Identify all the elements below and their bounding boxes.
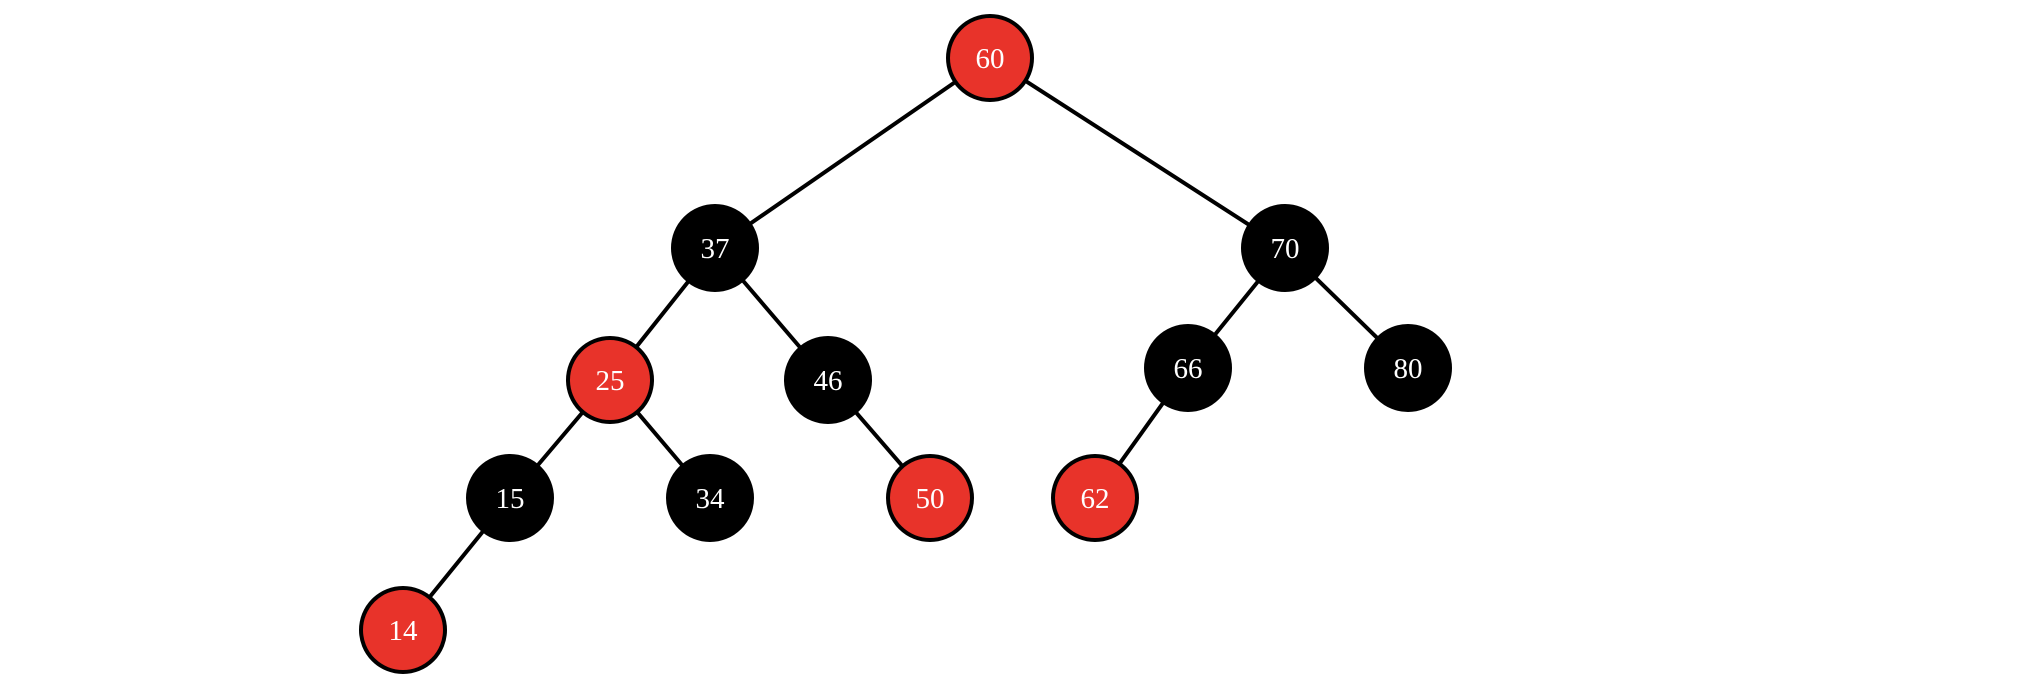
node-circle-34[interactable] (666, 454, 754, 542)
node-circle-80[interactable] (1364, 324, 1452, 412)
tree-edge-46-50 (852, 408, 906, 470)
tree-edge-66-62 (1116, 398, 1167, 468)
node-circle-50[interactable] (886, 454, 974, 542)
node-circle-37[interactable] (671, 204, 759, 292)
node-circle-66[interactable] (1144, 324, 1232, 412)
tree-node-62[interactable]: 62 (1051, 454, 1139, 542)
tree-node-70[interactable]: 70 (1241, 204, 1329, 292)
tree-edge-37-46 (739, 276, 804, 352)
tree-node-66[interactable]: 66 (1144, 324, 1232, 412)
tree-node-15[interactable]: 15 (466, 454, 554, 542)
node-circle-46[interactable] (784, 336, 872, 424)
tree-edge-25-15 (533, 408, 587, 470)
tree-node-14[interactable]: 14 (359, 586, 447, 674)
node-circle-25[interactable] (566, 336, 654, 424)
tree-edge-25-34 (633, 408, 687, 470)
tree-edge-15-14 (426, 527, 487, 601)
tree-node-60[interactable]: 60 (946, 14, 1034, 102)
node-circle-70[interactable] (1241, 204, 1329, 292)
tree-edge-60-37 (745, 78, 960, 228)
node-circle-60[interactable] (946, 14, 1034, 102)
tree-node-34[interactable]: 34 (666, 454, 754, 542)
tree-edge-70-80 (1311, 273, 1382, 343)
tree-node-50[interactable]: 50 (886, 454, 974, 542)
tree-node-46[interactable]: 46 (784, 336, 872, 424)
node-circle-62[interactable] (1051, 454, 1139, 542)
tree-edge-37-25 (632, 277, 693, 351)
tree-node-80[interactable]: 80 (1364, 324, 1452, 412)
tree-edge-60-70 (1021, 77, 1254, 229)
tree-edge-70-66 (1211, 277, 1262, 339)
tree-node-37[interactable]: 37 (671, 204, 759, 292)
node-circle-15[interactable] (466, 454, 554, 542)
node-circle-14[interactable] (359, 586, 447, 674)
tree-node-25[interactable]: 25 (566, 336, 654, 424)
edge-layer (426, 77, 1382, 601)
